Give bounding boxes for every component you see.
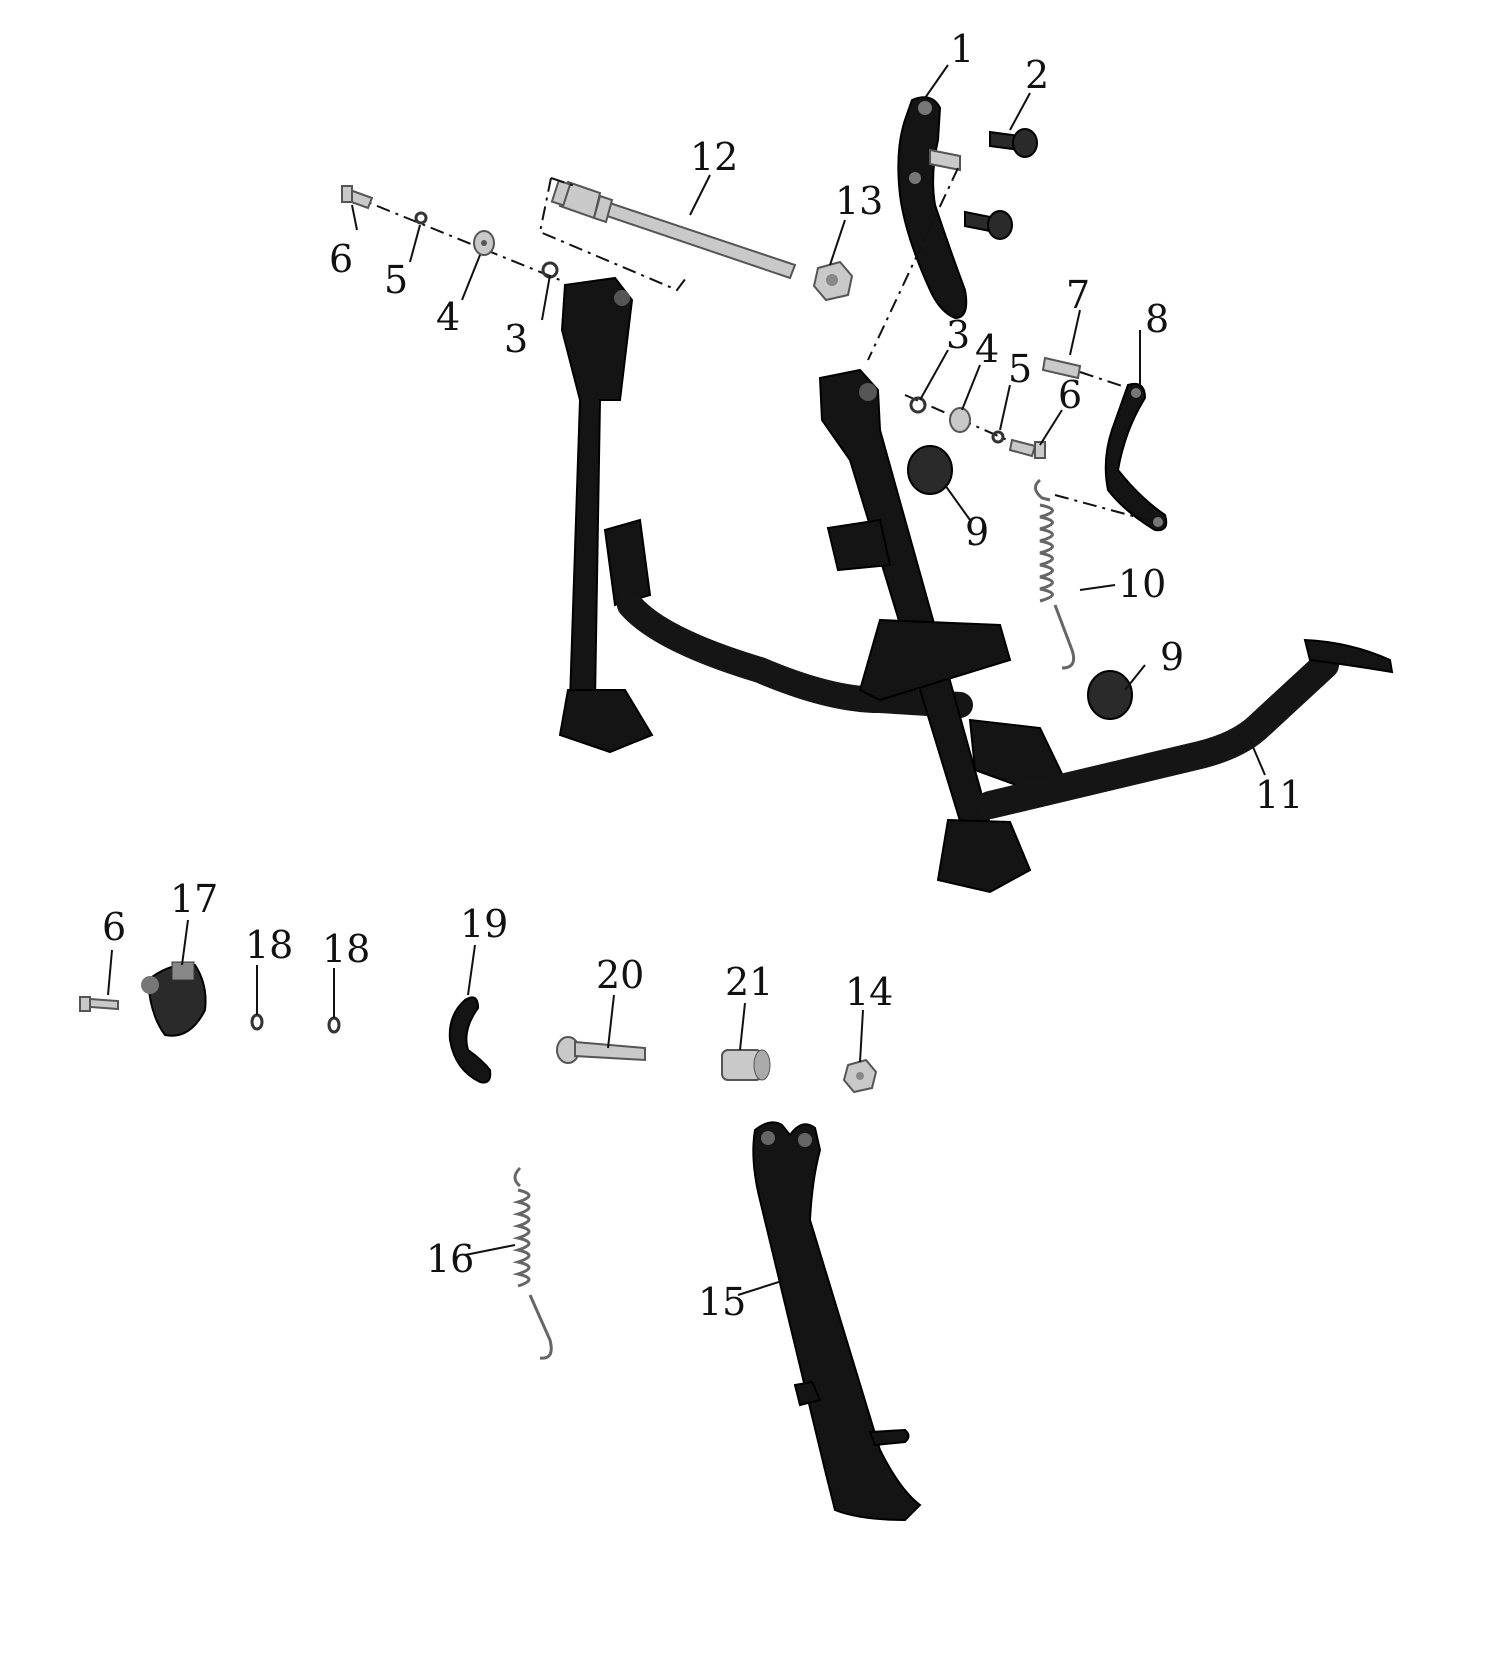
switch-part-17 <box>141 961 207 1037</box>
stud-part-7 <box>1041 356 1082 380</box>
callout-17: 17 <box>170 877 218 921</box>
bracket-part-19 <box>448 996 492 1084</box>
bolt-part-6-right <box>1008 438 1046 459</box>
callout-16: 16 <box>426 1237 474 1281</box>
o-ring-part-18-left <box>250 1013 264 1031</box>
callout-6-right: 6 <box>1058 373 1082 417</box>
callout-9-upper: 9 <box>965 510 989 554</box>
callout-4-right: 4 <box>975 327 999 371</box>
callout-14: 14 <box>845 970 893 1014</box>
bracket-part-1 <box>897 96 968 320</box>
dashed-axis-12-box <box>538 177 687 292</box>
callout-3-right: 3 <box>946 313 970 357</box>
callout-21: 21 <box>725 960 773 1004</box>
pivot-shaft-part-12 <box>550 179 797 280</box>
callout-18-right: 18 <box>322 927 370 971</box>
arm-part-8 <box>1104 382 1168 532</box>
o-ring-part-18-right <box>327 1016 341 1034</box>
callout-5-left: 5 <box>384 258 408 302</box>
callout-18-left: 18 <box>245 923 293 967</box>
callout-12: 12 <box>690 135 738 179</box>
callout-7: 7 <box>1066 273 1090 317</box>
callout-3-left: 3 <box>504 317 528 361</box>
bolt-part-6-left <box>341 185 374 210</box>
callout-9-lower: 9 <box>1160 635 1184 679</box>
bolt-part-20 <box>556 1036 646 1064</box>
callout-1: 1 <box>950 27 974 71</box>
callout-5-right: 5 <box>1008 347 1032 391</box>
bushing-part-21 <box>721 1049 771 1081</box>
screw-part-2 <box>964 128 1038 240</box>
spring-part-16 <box>512 1166 553 1360</box>
callout-2: 2 <box>1025 53 1049 97</box>
washer-part-4-right <box>949 407 971 433</box>
callout-leaders <box>107 64 1266 1296</box>
callout-19: 19 <box>460 902 508 946</box>
callout-8: 8 <box>1145 297 1169 341</box>
callout-6-left: 6 <box>329 237 353 281</box>
side-stand-part-15 <box>752 1121 922 1522</box>
callout-10: 10 <box>1118 562 1166 606</box>
dashed-axis-1 <box>867 167 959 361</box>
callout-13: 13 <box>835 179 883 223</box>
nut-part-14 <box>842 1058 878 1094</box>
washer-part-5-right <box>991 430 1005 444</box>
spring-part-10 <box>1034 478 1076 670</box>
nut-part-13 <box>812 260 854 302</box>
callout-4-left: 4 <box>436 295 460 339</box>
callout-6-lower: 6 <box>102 905 126 949</box>
bushing-part-9-upper <box>907 445 953 495</box>
washer-part-5-left <box>414 211 428 225</box>
center-stand-part-11 <box>558 276 1394 894</box>
clip-part-3-right <box>909 396 927 414</box>
bushing-part-9-lower <box>1087 670 1133 720</box>
bolt-part-6-lower <box>79 996 119 1012</box>
callout-20: 20 <box>596 953 644 997</box>
callout-11: 11 <box>1255 773 1303 817</box>
callout-15: 15 <box>698 1280 746 1324</box>
dashed-axis-left-hardware <box>349 194 566 283</box>
